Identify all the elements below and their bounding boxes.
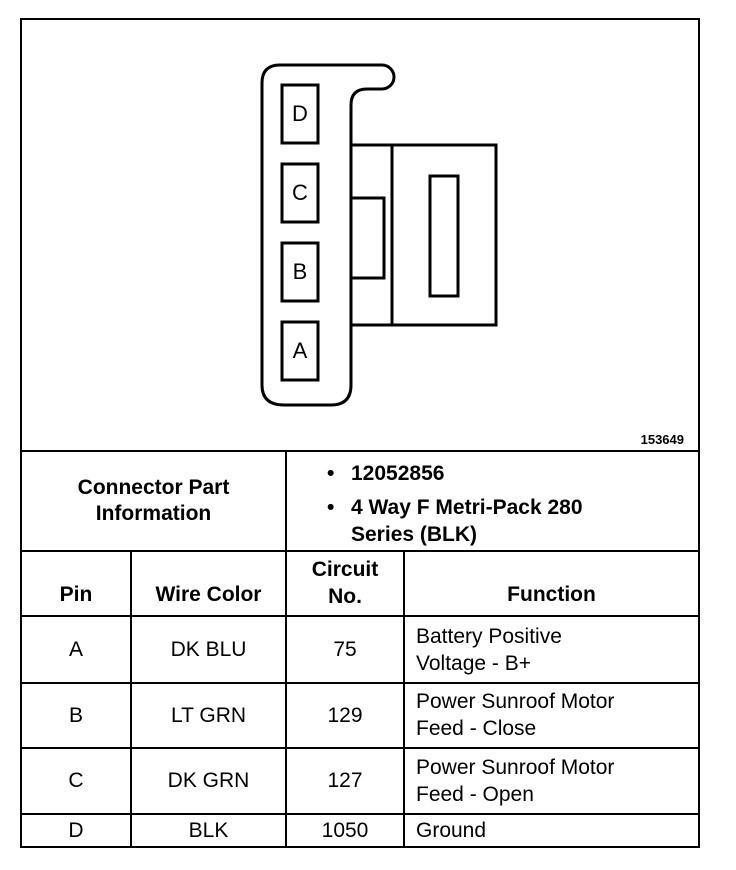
lock-slot: [428, 174, 460, 298]
connector-diagram: D C B A 153649: [22, 20, 698, 452]
header-function: Function: [507, 583, 596, 606]
divider-row-c: [22, 813, 698, 815]
row-b-function: Power Sunroof Motor Feed - Close: [416, 688, 614, 742]
pin-label-d: D: [292, 101, 308, 126]
row-c-circuit: 127: [327, 769, 363, 792]
divider-header: [22, 615, 698, 617]
row-d-circuit: 1050: [321, 818, 369, 842]
row-c-pin: C: [68, 769, 84, 792]
row-b-circuit: 129: [327, 703, 363, 727]
divider-row-a: [22, 682, 698, 684]
row-b-function-line1: Power Sunroof Motor: [416, 690, 615, 713]
figure-id: 153649: [640, 432, 684, 447]
pin-label-a: A: [292, 338, 308, 363]
row-a-function: Battery Positive Voltage - B+: [416, 623, 562, 677]
connector-info-label-text: Connector Part Information: [77, 476, 230, 525]
lock-housing: [349, 143, 498, 327]
divider-row-b: [22, 747, 698, 749]
row-c-wire-color: DK GRN: [167, 769, 250, 792]
header-wire-color: Wire Color: [155, 583, 262, 606]
connector-info-list: 12052856 4 Way F Metri-Pack 280 Series (…: [327, 460, 601, 548]
col-divider-circuit: [285, 450, 287, 846]
row-a-wire-color: DK BLU: [170, 637, 247, 661]
row-a-pin: A: [68, 637, 83, 661]
row-d-wire-color: BLK: [188, 818, 229, 842]
row-b-function-line2: Feed - Close: [416, 717, 537, 740]
row-c-function: Power Sunroof Motor Feed - Open: [416, 754, 614, 808]
connector-drawing: [260, 63, 498, 407]
header-pin: Pin: [59, 583, 93, 606]
pin-cavity-a: [280, 320, 320, 382]
row-a-function-line1: Battery Positive: [416, 625, 562, 648]
pin-label-c: C: [292, 180, 308, 205]
row-d-function-line1: Ground: [416, 819, 487, 842]
row-a-circuit: 75: [333, 637, 357, 661]
divider-diagram: [22, 450, 698, 452]
row-b-pin: B: [68, 703, 83, 727]
header-circuit-line1: Circuit: [311, 558, 379, 581]
connector-info-label: Connector Part Information: [22, 452, 285, 550]
row-d-pin: D: [68, 818, 84, 842]
divider-connector-info: [22, 550, 698, 552]
col-divider-wire: [130, 550, 132, 846]
row-c-function-line1: Power Sunroof Motor: [416, 756, 615, 779]
pin-label-b: B: [292, 259, 308, 284]
row-a-function-line2: Voltage - B+: [416, 652, 531, 675]
connector-body-outline: [260, 63, 396, 407]
col-divider-function: [403, 550, 405, 846]
row-c-function-line2: Feed - Open: [416, 783, 534, 806]
lock-tab: [349, 196, 386, 280]
pin-cavity-d: [280, 83, 320, 145]
pin-cavity-c: [280, 162, 320, 224]
connector-part-number: 12052856: [327, 460, 601, 487]
row-b-wire-color: LT GRN: [170, 703, 247, 727]
row-d-function: Ground: [416, 817, 486, 844]
header-circuit-line2: No.: [328, 585, 362, 608]
connector-type: 4 Way F Metri-Pack 280 Series (BLK): [327, 494, 601, 548]
diagram-frame: D C B A 153649 Connector Part Informatio…: [20, 18, 700, 848]
pin-cavity-b: [280, 241, 320, 303]
